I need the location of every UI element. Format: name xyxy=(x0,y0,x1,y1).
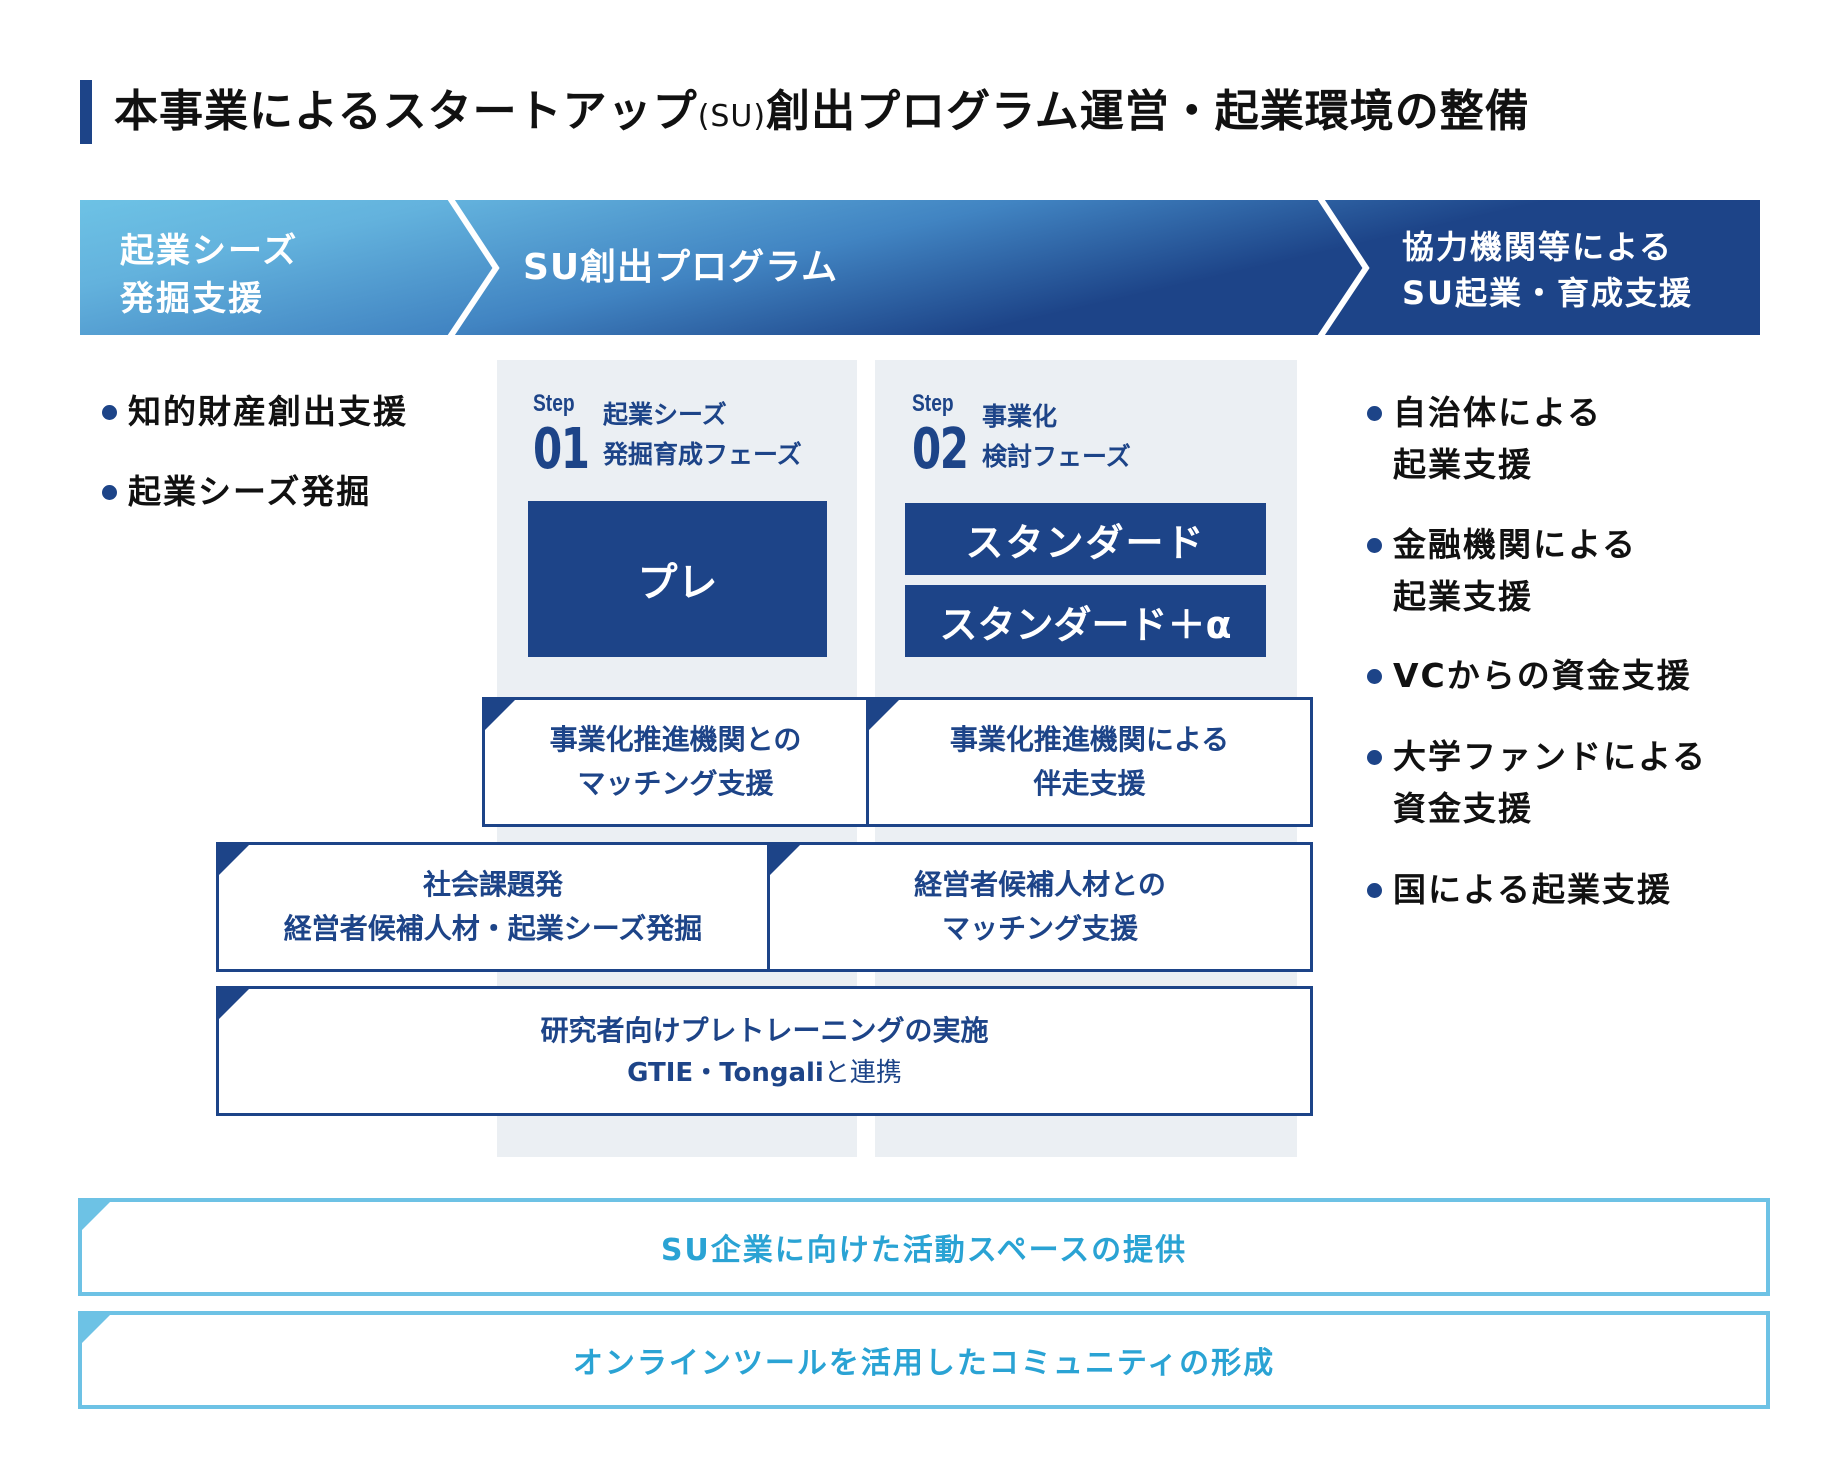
list-item-line1: VCからの資金支援 xyxy=(1393,656,1692,695)
banner-seed-line1: 起業シーズ xyxy=(120,231,299,271)
list-item: 国による起業支援 xyxy=(1367,864,1673,916)
list-item: 大学ファンドによる資金支援 xyxy=(1367,731,1708,835)
step-01-word: Step xyxy=(533,390,575,417)
activity-space-bar: SU企業に向けた活動スペースの提供 xyxy=(78,1198,1770,1296)
box-line2: 経営者候補人材・起業シーズ発掘 xyxy=(283,912,703,945)
page-title: 本事業によるスタートアップ(SU)創出プログラム運営・起業環境の整備 xyxy=(114,84,1530,140)
list-item-line2: 資金支援 xyxy=(1393,789,1533,828)
list-item: 知的財産創出支援 xyxy=(102,386,408,438)
step-02-label-line2: 検討フェーズ xyxy=(982,442,1131,471)
program-standard: スタンダード xyxy=(905,503,1266,575)
list-item-line1: 大学ファンドによる xyxy=(1393,737,1708,776)
step-01-label-line2: 発掘育成フェーズ xyxy=(603,440,802,469)
banner-su-program: SU創出プログラム xyxy=(523,247,839,288)
list-item-line1: 国による起業支援 xyxy=(1393,870,1673,909)
step-02-label-line1: 事業化 xyxy=(982,402,1058,431)
box-line2: GTIE・Tongaliと連携 xyxy=(627,1053,902,1093)
list-item-label: 知的財産創出支援 xyxy=(128,392,408,431)
program-standard-plus-alpha: スタンダード＋α xyxy=(905,585,1266,657)
box-line1: 社会課題発 xyxy=(422,868,563,901)
step-01-number: 01 xyxy=(533,417,590,482)
step-01-label-line1: 起業シーズ xyxy=(603,400,727,429)
matching-support-box: 事業化推進機関との マッチング支援 xyxy=(482,697,869,827)
banner-seed-discovery: 起業シーズ 発掘支援 xyxy=(120,227,298,323)
bar-label: SU企業に向けた活動スペースの提供 xyxy=(660,1233,1188,1268)
corner-triangle-icon xyxy=(219,845,249,875)
box-line2: マッチング支援 xyxy=(577,767,774,800)
corner-triangle-icon xyxy=(869,700,899,730)
manager-matching-box: 経営者候補人材との マッチング支援 xyxy=(767,842,1313,972)
bar-label: オンラインツールを活用したコミュニティの形成 xyxy=(572,1346,1276,1381)
box-line2: マッチング支援 xyxy=(941,912,1138,945)
list-item: 自治体による起業支援 xyxy=(1367,387,1603,491)
chevron-banner-graphic xyxy=(80,200,1760,335)
bullet-icon xyxy=(1367,883,1382,898)
banner-partner-line2: SU起業・育成支援 xyxy=(1402,274,1694,312)
step-02-number: 02 xyxy=(912,417,969,482)
list-item-line1: 金融機関による xyxy=(1393,525,1638,564)
partner-suffix: と連携 xyxy=(823,1058,902,1088)
corner-triangle-icon xyxy=(82,1315,110,1343)
title-paren: (SU) xyxy=(697,99,767,134)
program-pre: プレ xyxy=(528,501,827,657)
step-02-word: Step xyxy=(912,390,954,417)
social-issue-discovery-box: 社会課題発 経営者候補人材・起業シーズ発掘 xyxy=(216,842,770,972)
list-item: 起業シーズ発掘 xyxy=(102,466,372,518)
online-community-bar: オンラインツールを活用したコミュニティの形成 xyxy=(78,1311,1770,1409)
bullet-icon xyxy=(1367,406,1382,421)
bullet-icon xyxy=(1367,669,1382,684)
corner-triangle-icon xyxy=(82,1202,110,1230)
partner-names: GTIE・Tongali xyxy=(627,1058,824,1088)
box-line1: 事業化推進機関による xyxy=(949,723,1230,756)
box-line1: 事業化推進機関との xyxy=(549,723,802,756)
bullet-icon xyxy=(1367,750,1382,765)
accompaniment-support-box: 事業化推進機関による 伴走支援 xyxy=(866,697,1313,827)
corner-triangle-icon xyxy=(219,989,249,1019)
list-item: 金融機関による起業支援 xyxy=(1367,519,1638,623)
box-line1: 研究者向けプレトレーニングの実施 xyxy=(540,1014,989,1047)
banner-partner-support: 協力機関等による SU起業・育成支援 xyxy=(1402,224,1693,316)
list-item-line1: 自治体による xyxy=(1393,393,1603,432)
banner-seed-line2: 発掘支援 xyxy=(120,279,264,319)
banner-partner-line1: 協力機関等による xyxy=(1402,228,1674,266)
corner-triangle-icon xyxy=(770,845,800,875)
bullet-icon xyxy=(102,405,117,420)
list-item-label: 起業シーズ発掘 xyxy=(128,472,372,511)
list-item-line2: 起業支援 xyxy=(1393,445,1533,484)
title-part-2: 創出プログラム運営・起業環境の整備 xyxy=(766,86,1530,137)
phase-banner: 起業シーズ 発掘支援 SU創出プログラム 協力機関等による SU起業・育成支援 xyxy=(80,200,1760,335)
list-item: VCからの資金支援 xyxy=(1367,650,1692,702)
bullet-icon xyxy=(102,485,117,500)
title-part-1: 本事業によるスタートアップ xyxy=(114,86,698,137)
bullet-icon xyxy=(1367,538,1382,553)
corner-triangle-icon xyxy=(485,700,515,730)
box-line1: 経営者候補人材との xyxy=(914,868,1166,901)
box-line2: 伴走支援 xyxy=(1033,767,1146,800)
list-item-line2: 起業支援 xyxy=(1393,577,1533,616)
pre-training-box: 研究者向けプレトレーニングの実施 GTIE・Tongaliと連携 xyxy=(216,986,1313,1116)
title-accent-bar xyxy=(80,80,92,144)
